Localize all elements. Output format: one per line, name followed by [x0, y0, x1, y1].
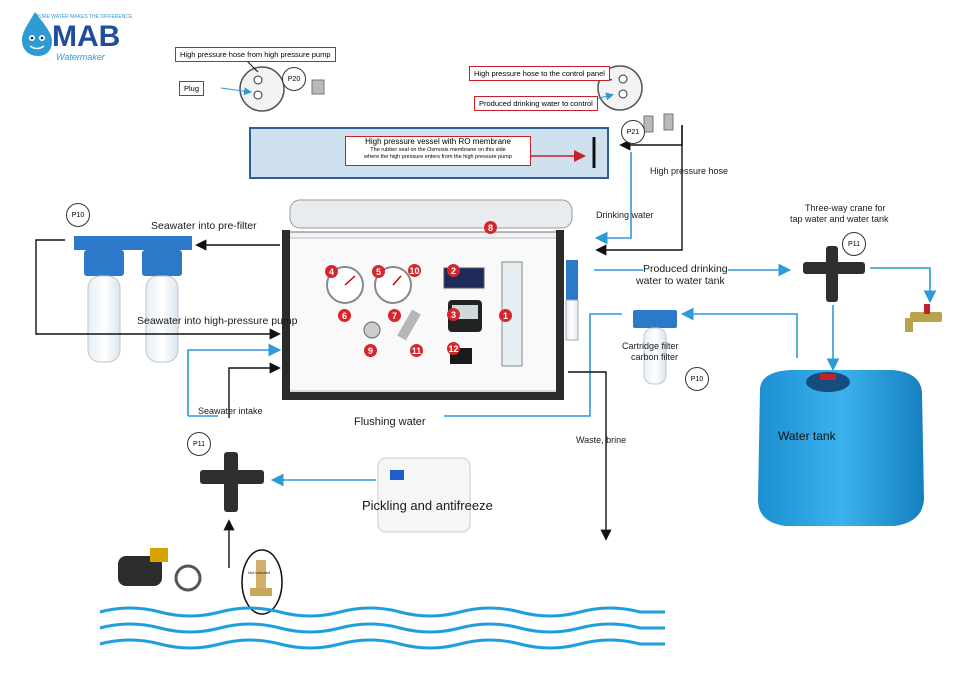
panel-number: 2 — [447, 264, 460, 277]
panel-number: 6 — [338, 309, 351, 322]
tag-p11-left: P11 — [187, 432, 211, 456]
panel-number: 7 — [388, 309, 401, 322]
callout-hp-to-panel: High pressure hose to the control panel — [469, 66, 610, 81]
water-tap — [905, 304, 942, 332]
label-seawater-intake: Seawater intake — [198, 406, 263, 416]
label-cartridge-1: Cartridge filter — [622, 341, 679, 351]
tag-p11-right: P11 — [842, 232, 866, 256]
sea-waves — [99, 606, 665, 650]
label-pickling: Pickling and antifreeze — [362, 498, 493, 513]
callout-produced-to-control: Produced drinking water to control — [474, 96, 598, 111]
tag-p10-left: P10 — [66, 203, 90, 227]
label-three-way-1: Three-way crane for — [805, 203, 886, 213]
cartridge-filter — [633, 310, 677, 385]
label-waste: Waste, brine — [576, 435, 627, 445]
label-three-way-2: tap water and water tank — [790, 214, 889, 224]
seawater-pump — [118, 548, 202, 592]
three-way-valve-right — [803, 246, 865, 302]
label-seawater-hp-pump: Seawater into high-pressure pump — [137, 315, 298, 327]
tag-p10-right: P10 — [685, 367, 709, 391]
prefilters — [74, 236, 192, 363]
label-produced-1: Produced drinking — [643, 263, 728, 275]
panel-number: 3 — [447, 308, 460, 321]
callout-hp-from-pump: High pressure hose from high pressure pu… — [175, 47, 336, 62]
callout-plug: Plug — [179, 81, 205, 96]
label-water-tank: Water tank — [778, 429, 836, 443]
callout-vessel: High pressure vessel with RO membrane Th… — [345, 136, 531, 166]
vessel-note-1: The rubber seal on the Osmosis membrane … — [370, 147, 506, 153]
water-tank — [758, 370, 924, 526]
label-cartridge-2: carbon filter — [631, 352, 679, 362]
panel-number: 12 — [447, 342, 460, 355]
vessel-note-2: where the high pressure enters from the … — [364, 154, 512, 160]
vessel-title: High pressure vessel with RO membrane — [365, 137, 511, 146]
label-seawater-prefilter: Seawater into pre-filter — [151, 220, 257, 232]
logo-tagline: PURE WATER MAKES THE DIFFERENCE — [36, 14, 133, 20]
panel-number: 10 — [408, 264, 421, 277]
label-drinking-water: Drinking water — [596, 210, 654, 220]
panel-number: 4 — [325, 265, 338, 278]
label-hp-hose: High pressure hose — [650, 166, 729, 176]
logo-text: MAB — [52, 20, 121, 53]
panel-number: 8 — [484, 221, 497, 234]
label-produced-2: water to water tank — [636, 275, 725, 287]
three-way-valve-left — [200, 452, 264, 512]
panel-number: 5 — [372, 265, 385, 278]
panel-number: 9 — [364, 344, 377, 357]
pickling-container — [377, 457, 471, 533]
logo-script: Watermaker — [56, 52, 105, 62]
panel-number: 1 — [499, 309, 512, 322]
logo-drop-icon — [22, 12, 52, 56]
label-flushing-water: Flushing water — [354, 416, 426, 428]
panel-number: 11 — [410, 344, 423, 357]
end-cap-left — [239, 66, 325, 112]
label-valve-tag: Not included — [248, 570, 271, 575]
tag-p21: P21 — [621, 120, 645, 144]
control-panel — [282, 199, 579, 400]
tag-p20: P20 — [282, 67, 306, 91]
